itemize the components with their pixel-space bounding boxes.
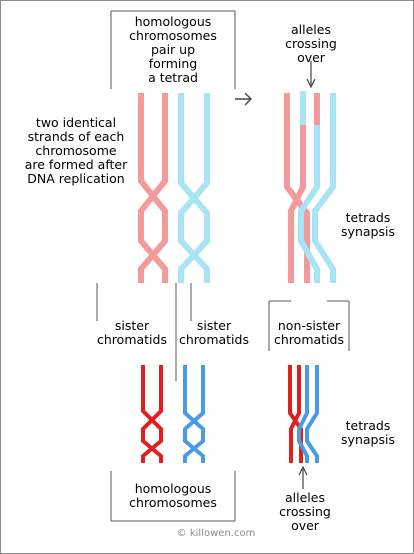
label-alleles-crossing-bottom: alleles crossing over [279,490,331,533]
chromatid-lr-1 [138,93,168,283]
chromosome-light-red-upper [138,93,168,283]
chromatid-dr-2 [141,365,163,463]
tetrad-crossing-lower [288,365,319,463]
chromatid-ur-2a [288,93,306,283]
bracket-top [110,10,236,89]
chromosome-dark-red-lower [141,365,163,463]
bracket-sister-left [96,283,177,381]
label-two-identical-strands: two identical strands of each chromosome… [24,115,128,186]
arrow-right [235,92,252,106]
crossing-arrow-top [306,61,316,89]
label-sister-chromatids-right: sister chromatids [179,318,249,347]
chromatid-lr-d [305,365,319,463]
chromosome-light-blue-upper [178,93,210,283]
chromatid-ur-3b [298,125,320,283]
label-tetrads-synapsis-bottom: tetrads synapsis [341,418,395,447]
chromatid-lr-c [297,365,309,463]
chromatid-lr-2 [138,93,168,283]
bracket-nonsister [268,300,350,351]
label-alleles-crossing-top: alleles crossing over [285,22,337,65]
label-non-sister-chromatids: non-sister chromatids [274,318,344,347]
chromatid-lb-2 [178,93,210,283]
label-sister-chromatids-left: sister chromatids [97,318,167,347]
chromatid-lr-b [289,365,301,463]
chromatid-dr-1 [141,365,163,463]
label-tetrads-synapsis-top: tetrads synapsis [341,210,395,239]
chromatid-db-2 [183,365,205,463]
chromatid-db-1 [183,365,205,463]
chromosome-dark-blue-lower [183,365,205,463]
crossing-arrow-bottom [298,465,308,489]
tetrad-crossing-upper [284,91,336,283]
chromatid-lb-1 [178,93,210,283]
chromatid-ur-4 [312,93,336,283]
copyright-text: © killowen.com [176,528,256,539]
label-homologous-chromosomes: homologous chromosomes [129,481,217,510]
label-homologous-pair-tetrad: homologous chromosomes pair up forming a… [129,14,217,85]
bracket-bottom [110,471,236,522]
